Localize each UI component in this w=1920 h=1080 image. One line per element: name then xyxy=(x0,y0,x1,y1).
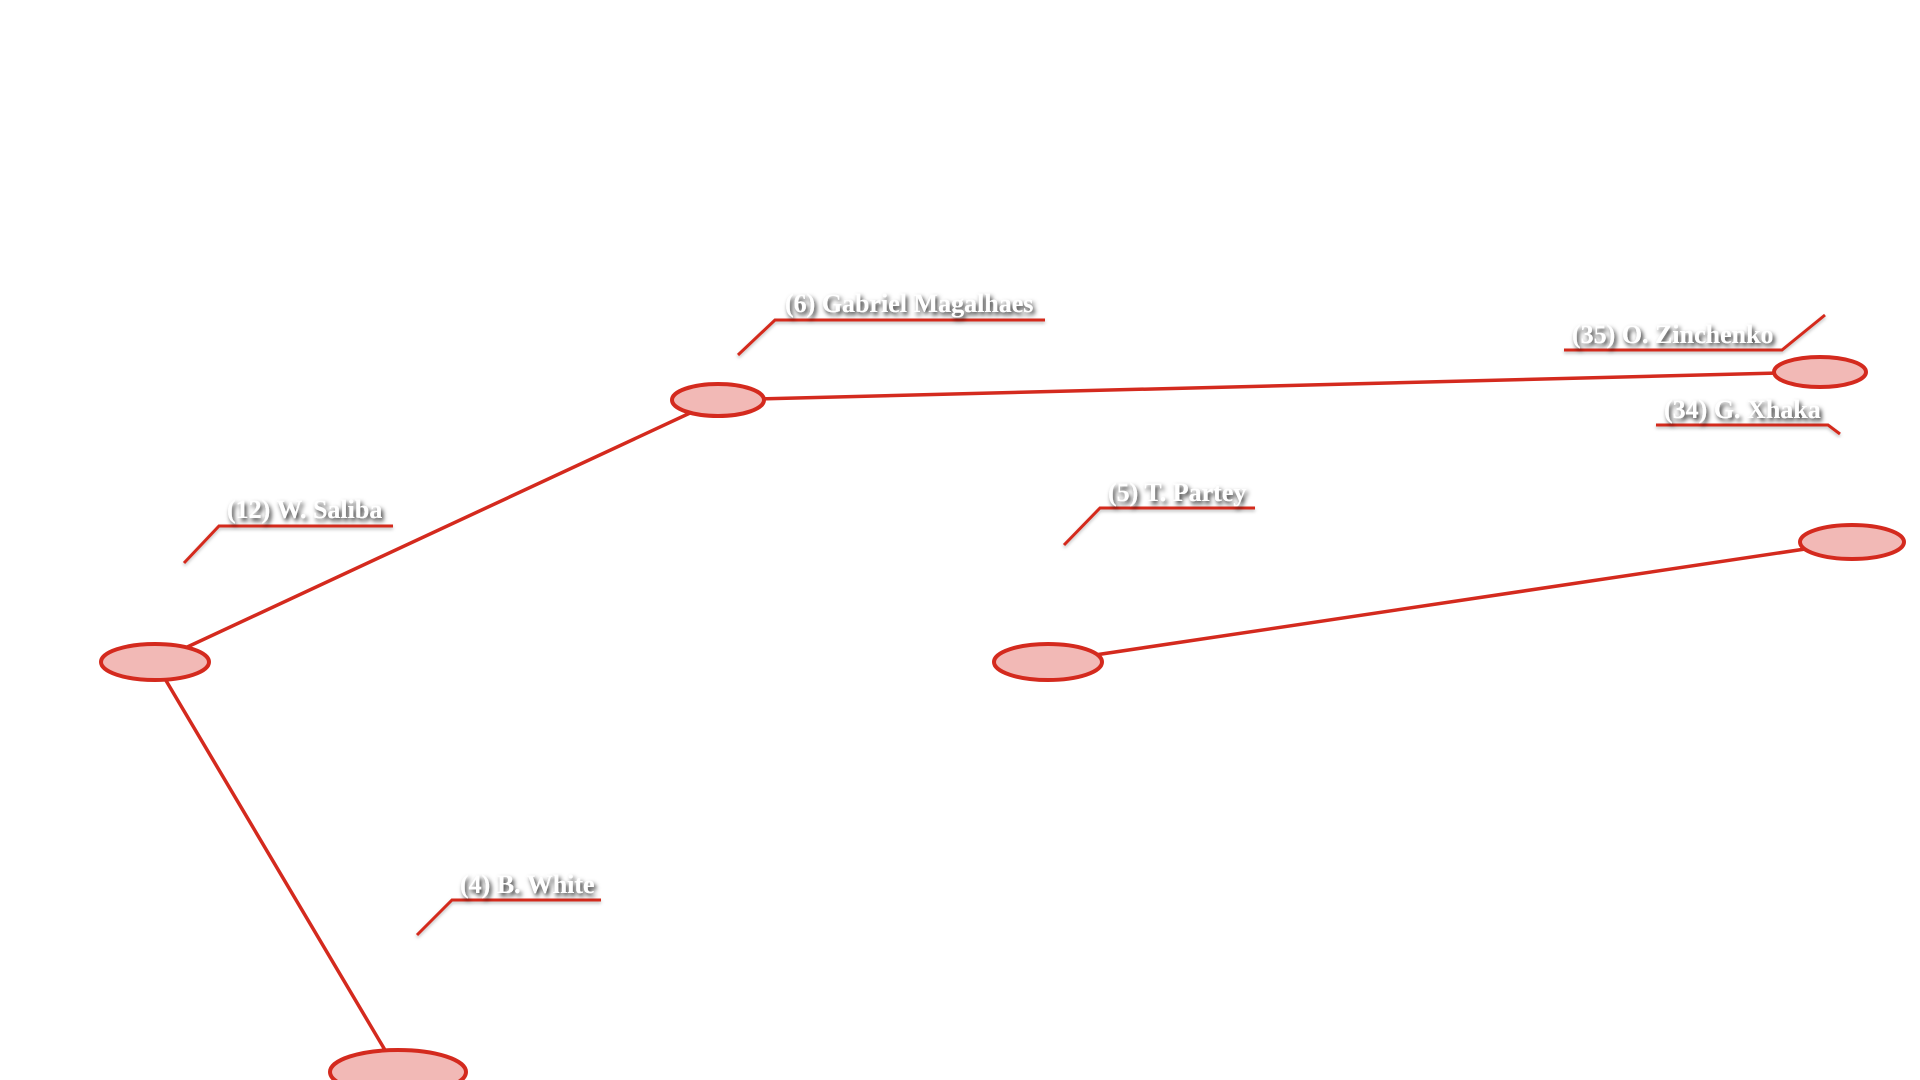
player-marker-4[interactable] xyxy=(328,1048,468,1080)
player-label-34: (34) G. Xhaka xyxy=(1664,395,1821,424)
player-label-4: (4) B. White xyxy=(460,870,595,899)
player-marker-34[interactable] xyxy=(1798,523,1906,561)
callout-line-34 xyxy=(1656,423,1841,436)
connector-lines xyxy=(153,370,1854,1074)
player-node-35[interactable]: (35) O. Zinchenko xyxy=(1564,313,1868,389)
player-label-35: (35) O. Zinchenko xyxy=(1572,320,1774,349)
player-label-12: (12) W. Saliba xyxy=(227,495,382,524)
connector-p12-p4 xyxy=(153,660,400,1074)
player-label-6: (6) Gabriel Magalhaes xyxy=(785,289,1033,318)
connector-p5-p34 xyxy=(1046,540,1854,664)
player-node-34[interactable]: (34) G. Xhaka xyxy=(1656,395,1906,561)
callout-line-5 xyxy=(1062,506,1255,547)
player-node-6[interactable]: (6) Gabriel Magalhaes xyxy=(670,289,1045,418)
callout-line-12 xyxy=(182,524,393,565)
player-marker-35[interactable] xyxy=(1772,355,1868,389)
callout-line-35 xyxy=(1564,313,1826,352)
player-marker-12[interactable] xyxy=(99,642,211,682)
connector-p6-p12 xyxy=(153,398,720,664)
player-label-5: (5) T. Partey xyxy=(1108,478,1246,507)
player-marker-6[interactable] xyxy=(670,382,766,418)
callout-line-6 xyxy=(736,318,1045,357)
player-node-4[interactable]: (4) B. White xyxy=(328,870,601,1080)
player-marker-5[interactable] xyxy=(992,642,1104,682)
player-node-12[interactable]: (12) W. Saliba xyxy=(99,495,393,682)
callout-line-4 xyxy=(415,898,601,937)
player-node-5[interactable]: (5) T. Partey xyxy=(992,478,1255,682)
connector-p6-p35 xyxy=(716,370,1822,402)
